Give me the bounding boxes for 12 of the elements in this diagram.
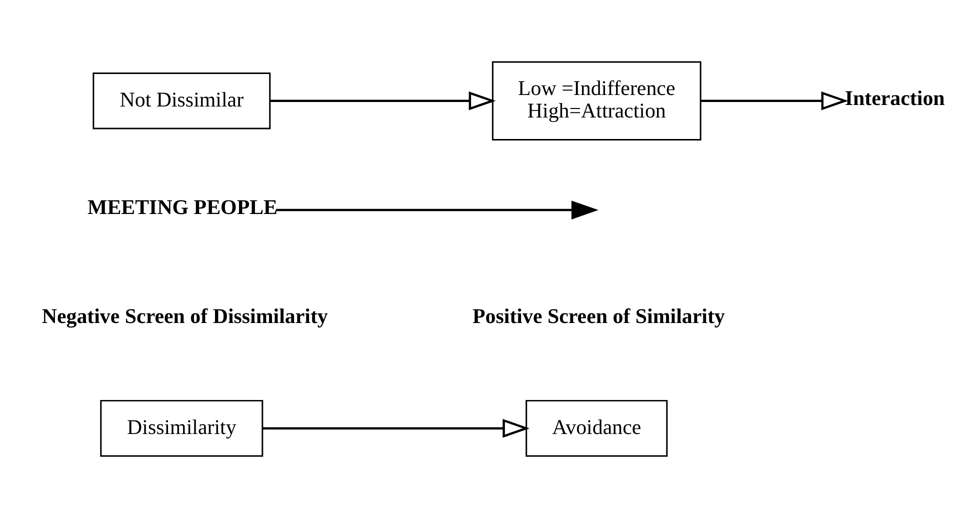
arrow <box>270 90 496 110</box>
node-box: Not Dissimilar <box>92 72 271 129</box>
arrow <box>262 418 530 438</box>
node-text: Interaction <box>844 85 945 110</box>
node-box: Low =Indifference High=Attraction <box>492 60 702 140</box>
node-box: Avoidance <box>526 399 668 456</box>
label: Negative Screen of Dissimilarity <box>42 304 328 328</box>
label: Positive Screen of Similarity <box>472 304 725 328</box>
node-box: Dissimilarity <box>100 399 264 456</box>
arrow <box>276 200 598 219</box>
node-text: MEETING PEOPLE <box>87 194 278 219</box>
arrow <box>700 90 848 110</box>
